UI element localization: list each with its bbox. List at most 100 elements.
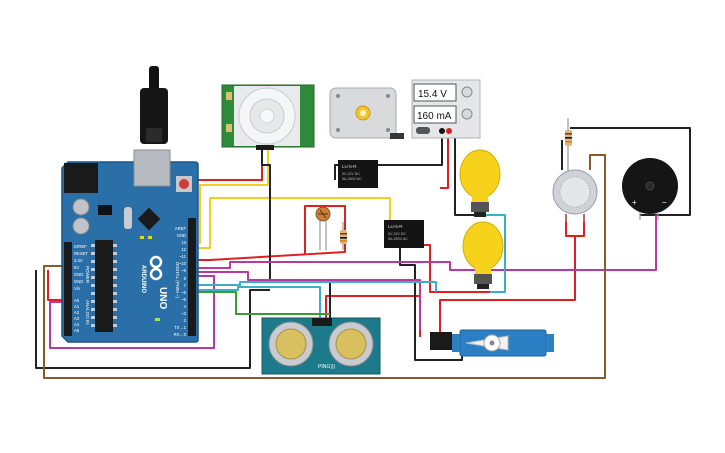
- wire-black-gnd: [261, 148, 331, 318]
- wire-cyan-1: [190, 281, 437, 292]
- pin-label: A5: [74, 328, 80, 333]
- pin-label: ~11: [179, 254, 186, 259]
- pin-label: A2: [74, 310, 80, 315]
- resistor-2[interactable]: [565, 118, 572, 172]
- wire-black-lamp: [454, 136, 483, 216]
- wire-yellow-relay2: [190, 197, 391, 249]
- tx-led: [140, 236, 144, 239]
- power-supply[interactable]: 15.4 V 160 mA: [411, 79, 481, 139]
- relay-2-label: LU-5-R: [388, 224, 403, 229]
- pin-label: AREF: [175, 226, 187, 231]
- digital-label: DIGITAL (PWM ~): [175, 262, 180, 299]
- capacitor-2: [72, 217, 90, 235]
- pin-label: RX←0: [174, 332, 187, 337]
- terminal-red: [446, 128, 452, 134]
- pin-label: IOREF: [74, 244, 87, 249]
- servo-tab-left: [452, 334, 460, 352]
- current-display: [413, 105, 457, 124]
- relay-2-body: [384, 220, 424, 248]
- voltage-display: [413, 83, 457, 102]
- pin-label: 7: [184, 283, 187, 288]
- pin-label: 4: [184, 304, 187, 309]
- arduino-brand: ARDUINO: [140, 265, 146, 293]
- analog-header: [64, 298, 72, 336]
- gas-sensor[interactable]: [552, 169, 598, 222]
- relay-1-body: [338, 160, 378, 188]
- pir-header: [256, 145, 274, 150]
- pin-label: A1: [74, 304, 80, 309]
- motor-screw-1: [336, 94, 340, 98]
- servo-motor[interactable]: [430, 329, 554, 357]
- relay-2-sub1: 5V-12V DC: [388, 232, 406, 236]
- pin-label: TX→1: [174, 325, 187, 330]
- pin-label: A4: [74, 322, 80, 327]
- ultrasonic-sensor[interactable]: PING))): [261, 317, 381, 375]
- rx-led: [148, 236, 152, 239]
- capacitor-1: [72, 198, 90, 216]
- ultrasonic-receiver-mesh: [335, 328, 367, 360]
- arduino-uno-board[interactable]: ARDUINO UNO DIGITAL (PWM ~) POWER ANALOG…: [61, 66, 199, 343]
- usb-plug-cable: [149, 66, 159, 90]
- wire-green: [190, 291, 330, 315]
- terminal-black: [439, 128, 445, 134]
- motor-screw-2: [386, 94, 390, 98]
- servo-tab-right: [546, 334, 554, 352]
- wire-black-left: [35, 270, 270, 369]
- wire-cyan-2: [483, 214, 506, 293]
- bulb-2-neck: [475, 266, 491, 274]
- wire-black-right: [570, 127, 691, 216]
- wire-purple-2: [49, 275, 215, 349]
- bulb-2-socket: [477, 284, 489, 289]
- wire-brown: [43, 154, 606, 379]
- pin-label: A3: [74, 316, 80, 321]
- voltage-knob[interactable]: [461, 86, 473, 98]
- analog-label: ANALOG IN: [85, 300, 90, 325]
- buzzer-plus: +: [632, 198, 637, 207]
- pin-label: ~5: [181, 297, 186, 302]
- bulb-1-glass: [459, 149, 501, 199]
- relay-1-sub2: 5A-250V AC: [342, 177, 362, 181]
- power-switch[interactable]: [416, 127, 430, 134]
- gas-sensor-mesh: [559, 176, 591, 208]
- wire-red-lamp: [440, 136, 449, 189]
- pin-label: 2: [184, 318, 187, 323]
- wires: [35, 127, 691, 379]
- digital-pin-labels: AREF GND 13 12 ~11 ~10 ~9 8 7 ~6 ~5 4 ~3…: [174, 226, 187, 337]
- relay-1-sub1: 5V-12V DC: [342, 172, 360, 176]
- piezo-buzzer[interactable]: + −: [622, 158, 678, 220]
- pin-label: 13: [181, 240, 186, 245]
- reset-button-cap[interactable]: [179, 179, 189, 189]
- usb-port: [133, 149, 171, 187]
- power-pin-labels: IOREF RESET 3.3V 5V GND GND Vin: [74, 244, 88, 291]
- dc-motor[interactable]: [329, 87, 404, 139]
- light-bulb-2[interactable]: [462, 221, 504, 289]
- relay-1[interactable]: LU-5-R 5V-12V DC 5A-250V AC: [338, 160, 378, 188]
- relay-2[interactable]: LU-5-R 5V-12V DC 5A-250V AC: [384, 220, 424, 248]
- wire-red-main: [47, 270, 62, 301]
- wire-red-servo: [439, 300, 462, 338]
- wire-purple-1: [190, 271, 421, 330]
- ultrasonic-header: [312, 318, 332, 326]
- light-bulb-1[interactable]: [459, 149, 501, 217]
- pin-label: ~9: [181, 268, 186, 273]
- resistor-1[interactable]: [340, 222, 347, 250]
- pin-label: Vin: [74, 286, 81, 291]
- photoresistor[interactable]: [315, 206, 331, 250]
- pin-label: 3.3V: [74, 258, 83, 263]
- pin-label: ~10: [179, 261, 187, 266]
- wire-red-gas: [565, 214, 585, 237]
- current-knob[interactable]: [461, 108, 473, 120]
- wire-yellow-pir: [190, 148, 269, 244]
- wire-red-ldr: [190, 205, 346, 261]
- bulb-1-neck: [472, 194, 488, 202]
- bulb-1-socket: [474, 212, 486, 217]
- atmega-pins: [91, 244, 117, 327]
- pin-label: 5V: [74, 265, 79, 270]
- pir-sensor[interactable]: [221, 84, 315, 150]
- relay-2-sub2: 5A-250V AC: [388, 237, 408, 241]
- power-label: POWER: [85, 266, 90, 284]
- motor-terminal: [390, 133, 404, 139]
- usb-plug-tip: [146, 128, 162, 142]
- buzzer-hole: [645, 181, 655, 191]
- motor-shaft-center: [360, 110, 366, 116]
